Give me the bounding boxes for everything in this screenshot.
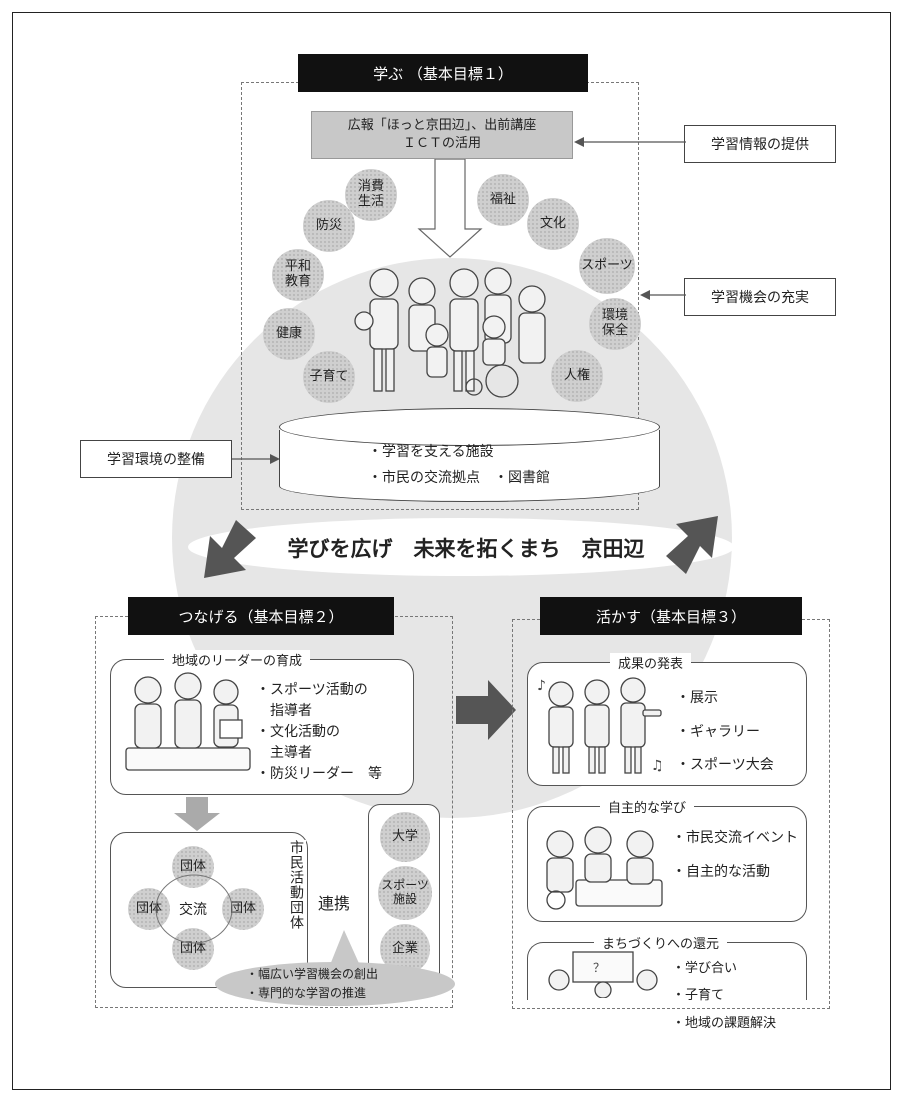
topic-consumer-life: 消費 生活 (345, 169, 397, 221)
svg-text:♫: ♫ (651, 758, 663, 774)
callout-info: 学習情報の提供 (684, 125, 836, 163)
groups-ring (155, 874, 233, 944)
family-illustration (354, 267, 546, 398)
connect-title: つなげる（基本目標２） (128, 597, 394, 635)
topic-sports: スポーツ (579, 238, 635, 294)
connect-to-utilize-arrow (456, 680, 516, 740)
outer-frame (12, 12, 891, 1090)
partner-sports-facility: スポーツ 施設 (378, 866, 432, 920)
self-learning-box-title: 自主的な学び (600, 797, 695, 816)
bubble-tail (328, 930, 362, 970)
performers-illustration: ♪♫ (537, 677, 663, 774)
bubble-text: ・幅広い学習機会の創出 ・専門的な学習の推進 (246, 967, 379, 1000)
community-list: ・学び合い ・子育て ・地域の課題解決 (672, 961, 777, 1031)
leader-list: ・スポーツ活動の 指導者 ・文化活動の 主導者 ・防災リーダー 等 (256, 682, 382, 782)
learning-bubble (215, 962, 455, 1006)
slogan-ellipse (188, 518, 734, 576)
topic-human-rights: 人権 (551, 350, 603, 402)
leaders-illustration (125, 672, 251, 771)
results-list: ・展示 ・ギャラリー ・スポーツ大会 (676, 690, 774, 774)
utilize-title: 活かす（基本目標３） (540, 597, 802, 635)
topic-disaster-prevention: 防災 (303, 200, 355, 252)
meeting-illustration: ？ (548, 951, 658, 998)
group-bottom: 団体 (172, 928, 214, 970)
group-left: 団体 (128, 888, 170, 930)
callout-opportunity-arrow (640, 290, 686, 300)
leader-down-arrow (174, 797, 220, 831)
leader-box-title: 地域のリーダーの育成 (164, 650, 311, 669)
link-label: 連携 (318, 894, 351, 913)
results-box (527, 662, 807, 786)
callout-opportunity: 学習機会の充実 (684, 278, 836, 316)
topic-environment: 環境 保全 (589, 298, 641, 350)
callout-environment: 学習環境の整備 (80, 440, 232, 478)
discussion-illustration (546, 826, 663, 910)
citizen-groups-label: 市民活動団体 (286, 840, 306, 930)
facilities-line-2: ・市民の交流拠点 ・図書館 (368, 470, 550, 486)
topic-welfare: 福祉 (477, 174, 529, 226)
callout-environment-arrow (232, 454, 280, 464)
facilities-line-1: ・学習を支える施設 (368, 444, 494, 460)
arrow-up-right (666, 516, 718, 574)
partner-university: 大学 (380, 812, 430, 862)
svg-text:♪: ♪ (537, 678, 546, 694)
topic-peace-education: 平和 教育 (272, 249, 324, 301)
self-learning-list: ・市民交流イベント ・自主的な活動 (672, 830, 798, 880)
svg-text:？: ？ (593, 961, 605, 975)
groups-center-label: 交流 (179, 902, 207, 918)
community-box-title: まちづくりへの還元 (594, 933, 728, 952)
slogan-text: 学びを広げ 未来を拓くまち 京田辺 (287, 537, 645, 561)
learn-title: 学ぶ （基本目標１） (298, 54, 588, 92)
self-learning-box (527, 806, 807, 922)
topic-health: 健康 (263, 308, 315, 360)
info-box: 広報「ほっと京田辺」、出前講座 ＩＣＴの活用 (311, 111, 573, 159)
down-arrow (417, 159, 483, 258)
group-top: 団体 (172, 846, 214, 888)
topic-childcare: 子育て (303, 351, 355, 403)
topic-culture: 文化 (527, 198, 579, 250)
results-box-title: 成果の発表 (610, 653, 692, 672)
facilities-cylinder-top (279, 408, 660, 446)
callout-info-arrow (574, 137, 686, 147)
arrow-down-left (204, 520, 256, 578)
